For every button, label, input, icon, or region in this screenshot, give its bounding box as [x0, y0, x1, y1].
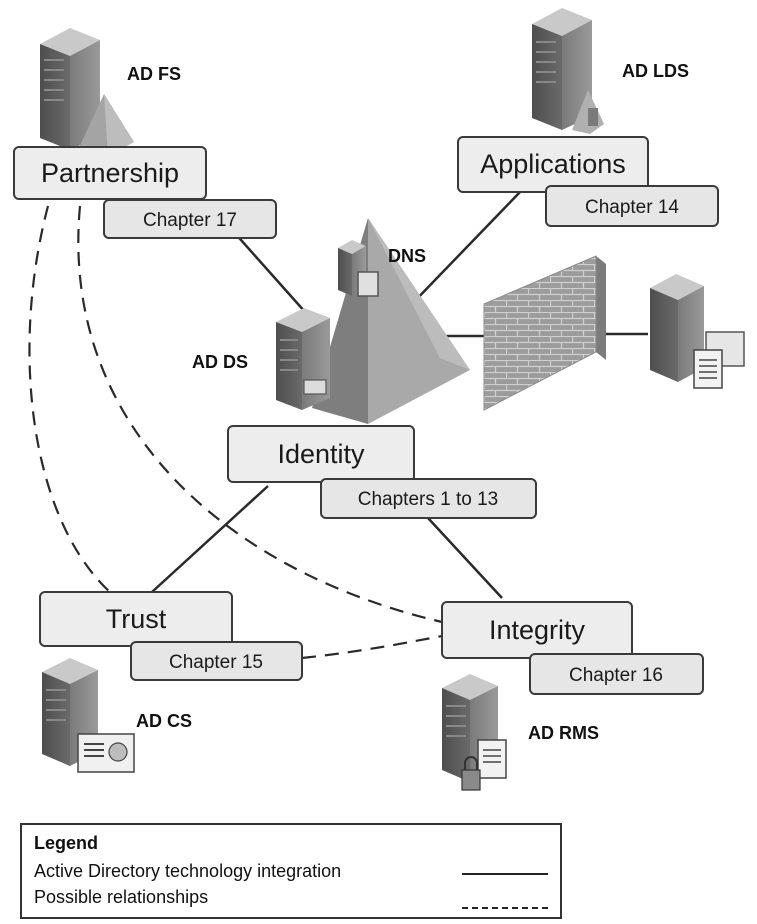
adrms-server-icon [442, 674, 507, 791]
chapter-label: Chapter 17 [143, 210, 237, 231]
node-label: Applications [480, 149, 626, 179]
adds-label: AD DS [192, 352, 248, 372]
node-partnership: Partnership [13, 146, 207, 200]
legend: Legend Active Directory technology integ… [20, 823, 562, 919]
node-label: Partnership [41, 158, 179, 188]
legend-solid-line [462, 873, 548, 875]
chapter-label: Chapter 15 [169, 652, 263, 673]
node-label: Identity [277, 439, 365, 469]
dash-partnership-trust [28, 205, 113, 595]
adfs-label: AD FS [127, 64, 181, 84]
chapter-label: Chapter 16 [569, 665, 663, 686]
firewall-wall-icon [483, 255, 606, 411]
node-integrity-chapter: Chapter 16 [529, 653, 704, 695]
line-applications-identity [409, 191, 521, 307]
line-identity-integrity [427, 517, 503, 599]
lock-icon [461, 769, 481, 791]
adlds-server-icon [532, 8, 604, 134]
node-trust: Trust [39, 591, 233, 647]
legend-solid-label: Active Directory technology integration [34, 861, 342, 881]
document-icon [477, 739, 507, 779]
chapter-label: Chapters 1 to 13 [358, 489, 498, 510]
dns-label: DNS [388, 246, 426, 266]
node-partnership-chapter: Chapter 17 [103, 199, 277, 239]
dns-server-icon [338, 240, 379, 297]
node-identity: Identity [227, 425, 415, 483]
adds-server-icon [276, 308, 330, 410]
chapter-label: Chapter 14 [585, 197, 679, 218]
line-partnership-identity [232, 230, 315, 323]
dash-trust-integrity [301, 634, 443, 660]
document-icon [693, 349, 723, 389]
node-applications: Applications [457, 136, 649, 193]
node-applications-chapter: Chapter 14 [545, 185, 719, 227]
file-server-icon [650, 274, 745, 389]
adlds-label: AD LDS [622, 61, 689, 81]
adcs-label: AD CS [136, 711, 192, 731]
node-trust-chapter: Chapter 15 [130, 641, 303, 681]
node-identity-chapter: Chapters 1 to 13 [320, 478, 537, 519]
legend-title: Legend [34, 833, 99, 853]
line-identity-trust [151, 485, 269, 593]
legend-dashed-label: Possible relationships [34, 887, 209, 907]
legend-dashed-line [462, 907, 548, 909]
adfs-server-icon [40, 28, 134, 156]
node-label: Trust [106, 604, 167, 634]
dashed-connections [28, 205, 443, 660]
node-integrity: Integrity [441, 601, 633, 659]
node-label: Integrity [489, 615, 586, 645]
dash-partnership-integrity [77, 205, 443, 624]
adrms-label: AD RMS [528, 723, 599, 743]
adcs-server-icon [42, 658, 135, 773]
